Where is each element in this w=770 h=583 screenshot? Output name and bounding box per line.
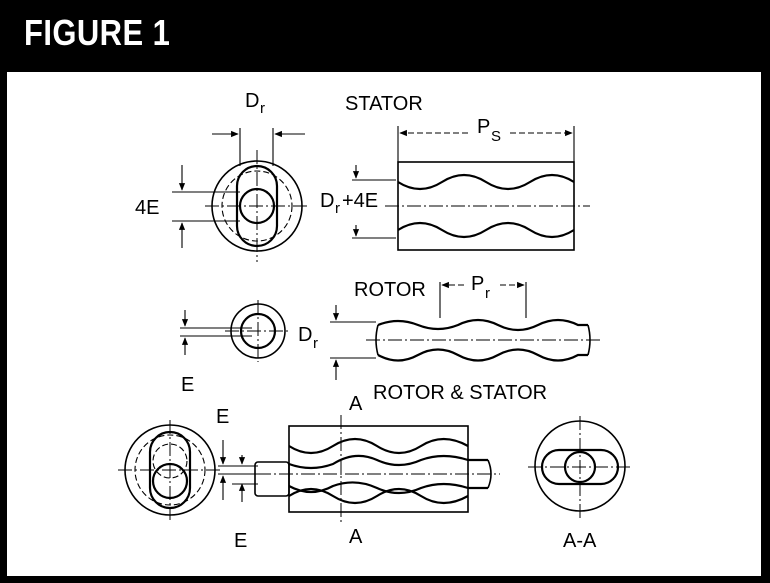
rotor-end-view xyxy=(225,300,290,362)
dr4e-d: D xyxy=(320,190,334,212)
pr-label: P xyxy=(471,273,484,295)
four-e-dimension xyxy=(172,165,240,248)
assembly-side-view xyxy=(235,415,500,525)
dr4e-sub: r xyxy=(335,200,340,217)
rotor-dr-dimension xyxy=(330,305,376,380)
assembly-e-bottom: E xyxy=(234,530,247,552)
stator-side-view xyxy=(385,161,590,251)
pr-dimension xyxy=(439,281,527,318)
rotor-side-view xyxy=(366,318,600,362)
stator-end-view xyxy=(205,150,310,262)
rotor-e-dimension xyxy=(180,310,252,355)
section-a-a-label: A-A xyxy=(563,530,597,552)
stator-dr-dimension xyxy=(212,128,305,166)
rotor-stator-label: ROTOR & STATOR xyxy=(373,382,547,404)
assembly-end-view xyxy=(118,420,222,520)
rotor-dr-d: D xyxy=(298,324,312,346)
section-a-a-view xyxy=(528,416,632,518)
ps-label: P xyxy=(477,116,490,138)
four-e-label: 4E xyxy=(135,197,159,219)
rotor-e-label: E xyxy=(181,374,194,396)
rotor-label: ROTOR xyxy=(354,279,426,301)
stator-label: STATOR xyxy=(345,93,423,115)
dr-top-label: D xyxy=(245,90,259,112)
figure-title: FIGURE 1 xyxy=(24,12,171,53)
assembly-e-top: E xyxy=(216,406,229,428)
section-a-bottom: A xyxy=(349,526,363,548)
dr4e-rest: +4E xyxy=(342,190,378,212)
ps-dimension xyxy=(397,126,575,162)
dr-top-sub: r xyxy=(260,100,265,117)
assembly-e-dimension xyxy=(218,440,258,502)
ps-sub: S xyxy=(491,128,501,145)
pr-sub: r xyxy=(485,285,490,302)
dr-plus-4e-dimension xyxy=(352,165,396,239)
rotor-dr-sub: r xyxy=(313,335,318,352)
section-a-top: A xyxy=(349,393,363,415)
